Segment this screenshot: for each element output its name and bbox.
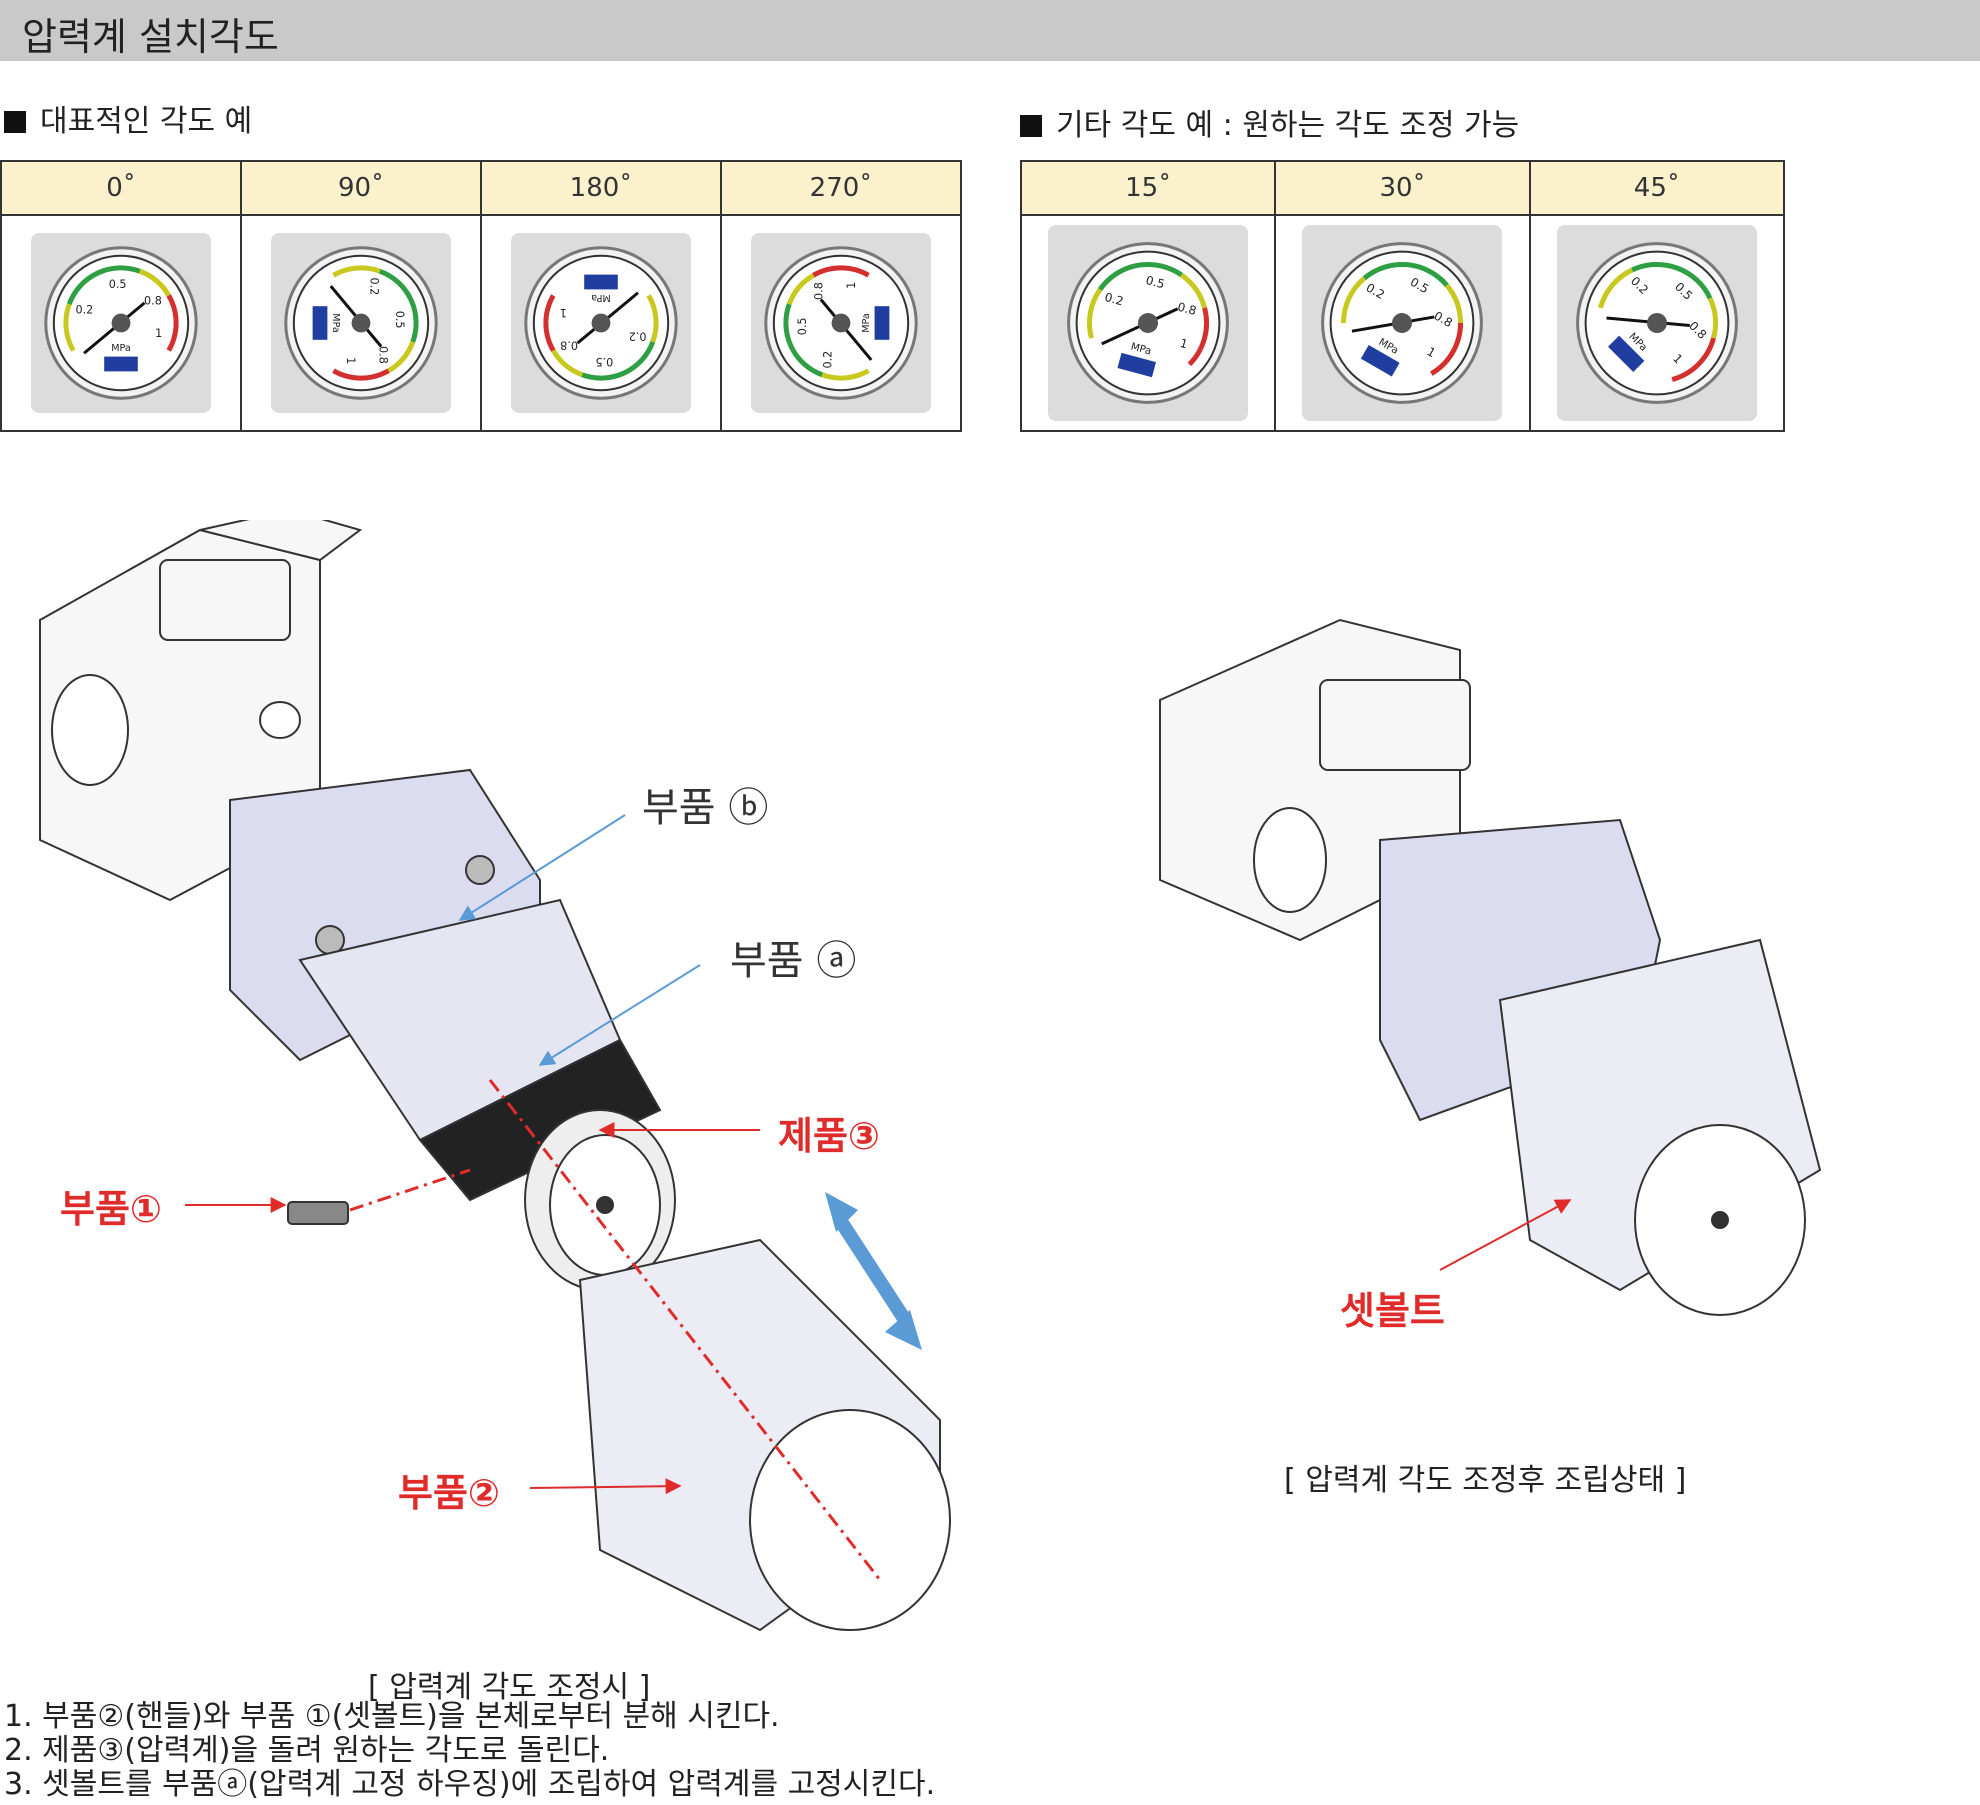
svg-text:0.8: 0.8 (144, 295, 162, 308)
svg-text:0.2: 0.2 (367, 277, 380, 295)
svg-text:0.8: 0.8 (1176, 300, 1198, 318)
gauge-cell: 0.2 0.5 0.8 1 MPa (1019, 214, 1277, 432)
svg-text:1: 1 (1179, 336, 1190, 351)
svg-text:MPa: MPa (111, 343, 131, 354)
handle (578, 1238, 951, 1632)
svg-text:0.5: 0.5 (1144, 273, 1166, 291)
svg-text:MPa: MPa (1130, 342, 1153, 358)
part-a-label: 부품 ⓐ (730, 938, 857, 984)
instruction-step: 3. 셋볼트를 부품ⓐ(압력계 고정 하우징)에 조립하여 압력계를 고정시킨다… (4, 1767, 936, 1802)
pressure-gauge-icon: 0.2 0.5 0.8 1 MPa (524, 246, 678, 400)
svg-text:0.5: 0.5 (109, 278, 127, 291)
svg-text:0.5: 0.5 (595, 355, 613, 368)
gauge-image: 0.2 0.5 0.8 1 MPa (1048, 225, 1249, 421)
pressure-gauge-icon: 0.2 0.5 0.8 1 MPa (284, 246, 438, 400)
svg-text:0.8: 0.8 (560, 338, 578, 351)
instruction-step: 1. 부품②(핸들)와 부품 ①(셋볼트)을 본체로부터 분해 시킨다. (4, 1699, 780, 1734)
section-typical-heading: 대표적인 각도 예 (4, 96, 252, 140)
svg-text:0.5: 0.5 (393, 311, 406, 329)
adjusting-caption: [ 압력계 각도 조정시 ] (368, 1670, 651, 1705)
part-b-label: 부품 ⓑ (642, 785, 769, 831)
part1-label: 부품① (60, 1187, 163, 1231)
gauge-cell: 0.2 0.5 0.8 1 MPa (480, 214, 722, 432)
section-other-heading: 기타 각도 예 : 원하는 각도 조정 가능 (1020, 100, 1519, 144)
angle-header-90: 90˚ (240, 160, 482, 216)
svg-text:0.5: 0.5 (796, 317, 809, 335)
svg-text:MPa: MPa (330, 313, 341, 333)
assembled-drawing (1159, 618, 1822, 1316)
instruction-list: 1. 부품②(핸들)와 부품 ①(셋볼트)을 본체로부터 분해 시킨다. 2. … (4, 1700, 935, 1802)
svg-text:1: 1 (845, 282, 858, 289)
svg-text:0.2: 0.2 (822, 351, 835, 369)
angle-header-0: 0˚ (0, 160, 242, 216)
square-bullet-icon (4, 111, 26, 133)
svg-text:1: 1 (155, 327, 162, 340)
angle-header-15: 15˚ (1019, 160, 1277, 216)
gauge-image: 0.2 0.5 0.8 1 MPa (511, 233, 691, 413)
instruction-step: 2. 제품③(압력계)을 돌려 원하는 각도로 돌린다. (4, 1733, 610, 1768)
gauge-cell: 0.2 0.5 0.8 1 MPa (240, 214, 482, 432)
svg-text:1: 1 (560, 306, 567, 319)
square-bullet-icon (1020, 115, 1042, 137)
svg-text:1: 1 (344, 357, 357, 364)
product3-label: 제품③ (778, 1114, 881, 1158)
setbolt-label: 셋볼트 (1340, 1289, 1445, 1333)
svg-text:0.2: 0.2 (75, 304, 93, 317)
svg-text:0.2: 0.2 (629, 329, 647, 342)
pressure-gauge-icon: 0.2 0.5 0.8 1 MPa (1067, 242, 1230, 404)
part2-label: 부품② (398, 1471, 501, 1515)
exploded-assembly-drawing (39, 520, 1822, 1632)
svg-text:MPa: MPa (861, 313, 872, 333)
assembled-caption: [ 압력계 각도 조정후 조립상태 ] (1284, 1463, 1687, 1498)
title-bar: 압력계 설치각도 (0, 0, 1980, 61)
angle-header-180: 180˚ (480, 160, 722, 216)
set-bolt (287, 1201, 349, 1225)
angle-header-30: 30˚ (1274, 160, 1531, 216)
angle-header-270: 270˚ (720, 160, 962, 216)
svg-text:0.8: 0.8 (813, 282, 826, 300)
svg-text:0.8: 0.8 (376, 346, 389, 364)
gauge-image: 0.2 0.5 0.8 1 MPa (271, 233, 451, 413)
angle-header-45: 45˚ (1528, 160, 1786, 216)
page-title: 압력계 설치각도 (22, 15, 279, 59)
svg-text:0.2: 0.2 (1103, 290, 1125, 308)
product3-gauge (524, 1109, 676, 1291)
svg-text:MPa: MPa (591, 292, 611, 303)
